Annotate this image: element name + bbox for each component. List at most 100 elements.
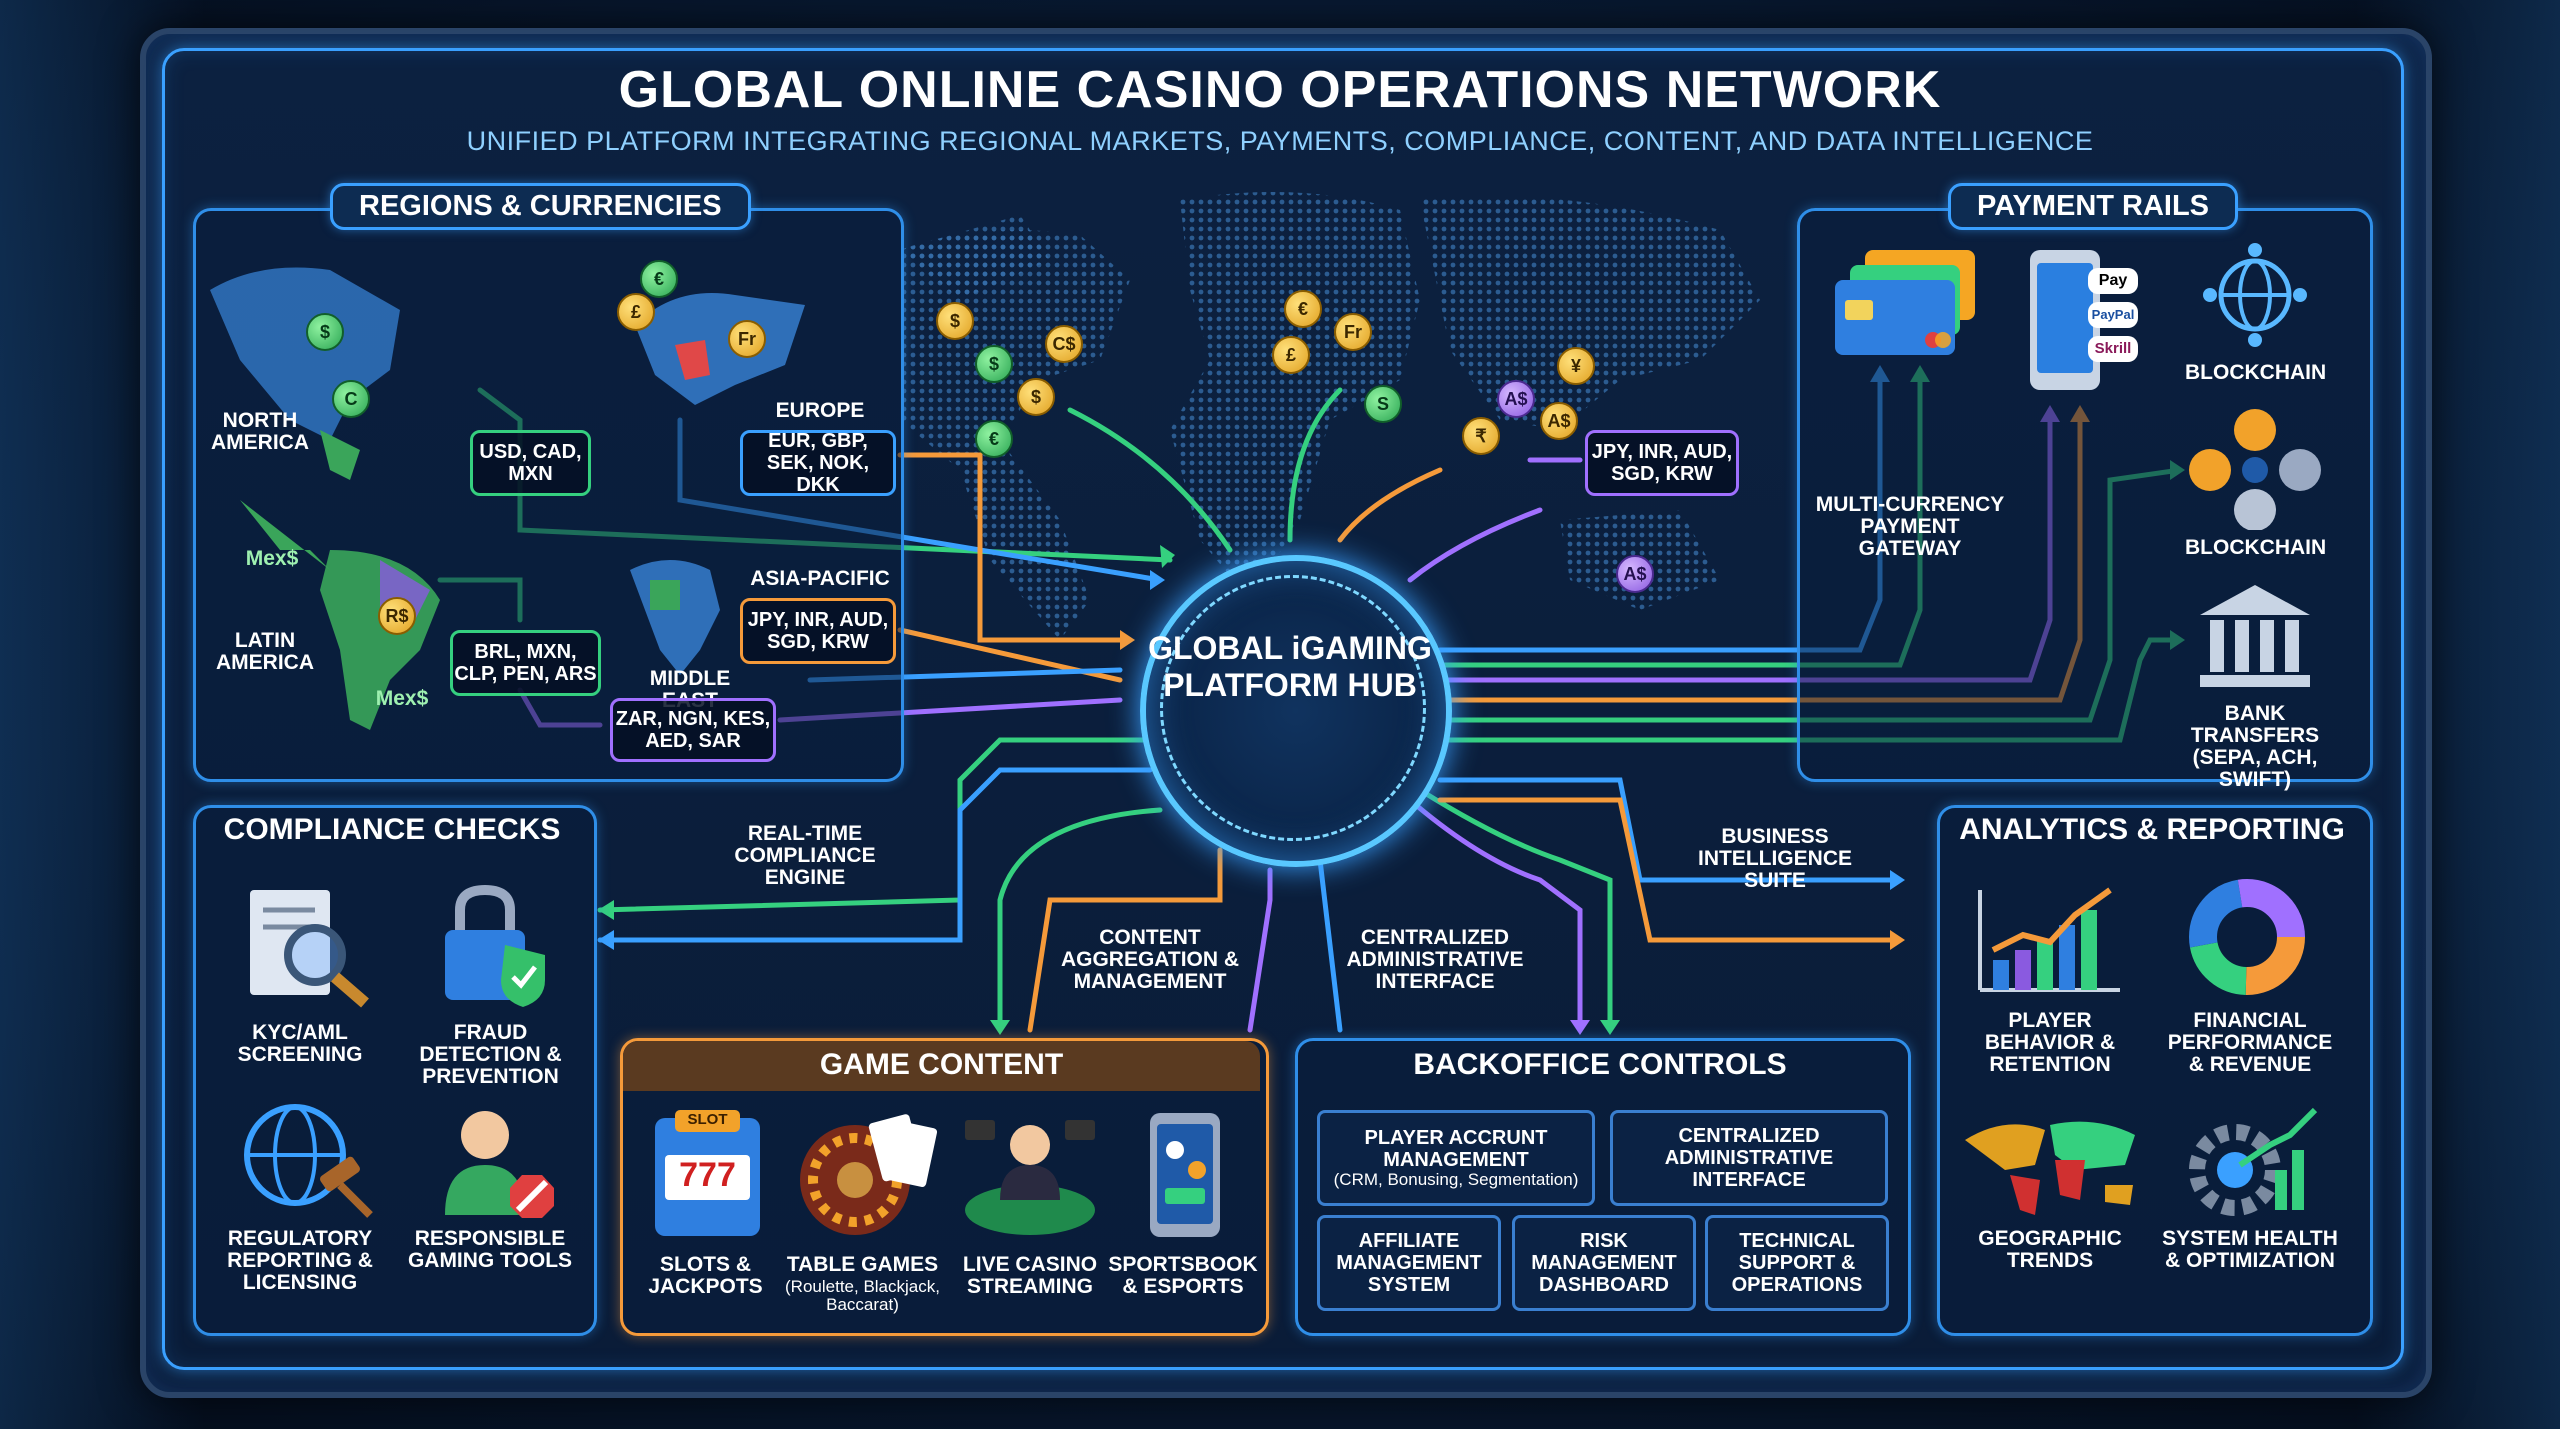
risk-management-cell[interactable]: RISK MANAGEMENT DASHBOARD — [1512, 1215, 1696, 1311]
coin-icon: Fr — [1334, 313, 1372, 351]
fraud-detection-label: FRAUD DETECTION & PREVENTION — [419, 1021, 562, 1089]
slots-label: SLOTS & JACKPOTS — [648, 1253, 763, 1299]
bank-icon — [2200, 585, 2310, 687]
asia-map-currencies: JPY, INR, AUD, SGD, KRW — [1585, 430, 1739, 496]
player-behavior-label: PLAYER BEHAVIOR & RETENTION — [1984, 1009, 2116, 1077]
regions-title: REGIONS & CURRENCIES — [359, 190, 722, 222]
admin-interface-cell-label: CENTRALIZED ADMINISTRATIVE INTERFACE — [1664, 1125, 1834, 1191]
live-casino-label: LIVE CASINO STREAMING — [962, 1253, 1098, 1299]
padlock-shield-icon — [445, 885, 545, 1007]
regulatory-reporting-label: REGULATORY REPORTING & LICENSING — [227, 1227, 373, 1295]
gear-chart-icon — [2189, 1107, 2318, 1216]
coin-icon: € — [640, 260, 678, 298]
document-search-icon — [250, 890, 369, 1008]
table-games-sub: (Roulette, Blackjack, Baccarat) — [785, 1277, 940, 1314]
coin-icon: R$ — [378, 597, 416, 635]
coin-icon: C$ — [1045, 325, 1083, 363]
geographic-trends-label: GEOGRAPHIC TRENDS — [1978, 1227, 2122, 1273]
risk-management-label: RISK MANAGEMENT DASHBOARD — [1531, 1230, 1677, 1296]
north-america-label: NORTH AMERICA — [211, 409, 309, 455]
payment-rails-title-pill: PAYMENT RAILS — [1948, 183, 2239, 230]
player-account-label: PLAYER ACCRUNT MANAGEMENT — [1364, 1126, 1548, 1171]
blockchain-label-1: BLOCKCHAIN — [2185, 361, 2327, 384]
donut-chart-icon — [2189, 879, 2305, 995]
person-stop-icon — [445, 1111, 554, 1218]
north-america-currencies: USD, CAD, MXN — [470, 430, 591, 496]
credit-cards-icon — [1835, 250, 1975, 355]
coin-icon: ¥ — [1557, 347, 1595, 385]
skrill-badge: Skrill — [2088, 336, 2138, 362]
europe-label: EUROPE — [775, 399, 865, 422]
bar-chart-icon — [1978, 887, 2120, 992]
coin-icon: € — [975, 420, 1013, 458]
sportsbook-phone-icon — [1150, 1113, 1220, 1237]
compliance-engine-label: REAL-TIME COMPLIANCE ENGINE — [734, 822, 876, 890]
table-games-label: TABLE GAMES — [786, 1253, 939, 1276]
technical-support-label: TECHNICAL SUPPORT & OPERATIONS — [1731, 1230, 1863, 1296]
live-dealer-icon — [965, 1120, 1095, 1235]
coin-icon: $ — [306, 313, 344, 351]
middle-east-currencies: ZAR, NGN, KES, AED, SAR — [610, 698, 776, 762]
coin-icon: € — [1284, 290, 1322, 328]
coin-icon: S — [1364, 385, 1402, 423]
regions-title-pill: REGIONS & CURRENCIES — [330, 183, 751, 230]
latin-america-label: LATIN AMERICA — [216, 629, 314, 675]
hub-label: GLOBAL iGAMING PLATFORM HUB — [1148, 630, 1432, 703]
blockchain-label-2: BLOCKCHAIN — [2185, 536, 2327, 559]
mobile-wallet-icon — [2030, 250, 2100, 390]
player-account-sub: (CRM, Bonusing, Segmentation) — [1333, 1169, 1579, 1189]
bi-suite-label: BUSINESS INTELLIGENCE SUITE — [1697, 825, 1852, 893]
bank-transfers-label: BANK TRANSFERS (SEPA, ACH, SWIFT) — [2190, 702, 2320, 792]
coin-icon: C — [332, 380, 370, 418]
coin-icon: A$ — [1540, 402, 1578, 440]
africa-map — [630, 560, 720, 675]
coin-icon: £ — [1272, 336, 1310, 374]
page-title: GLOBAL ONLINE CASINO OPERATIONS NETWORK — [618, 61, 1942, 119]
blockchain-globe-icon — [2203, 243, 2307, 347]
admin-interface-cell[interactable]: CENTRALIZED ADMINISTRATIVE INTERFACE — [1610, 1110, 1888, 1206]
system-health-label: SYSTEM HEALTH & OPTIMIZATION — [2162, 1227, 2338, 1273]
affiliate-management-cell[interactable]: AFFILIATE MANAGEMENT SYSTEM — [1317, 1215, 1501, 1311]
analytics-panel — [1937, 805, 2373, 1336]
content-aggregation-label: CONTENT AGGREGATION & MANAGEMENT — [1060, 926, 1240, 994]
asia-pacific-label: ASIA-PACIFIC — [750, 567, 890, 590]
coin-icon: A$ — [1497, 380, 1535, 418]
admin-interface-label: CENTRALIZED ADMINISTRATIVE INTERFACE — [1346, 926, 1524, 994]
hub-ring — [1160, 575, 1426, 841]
game-content-header — [623, 1041, 1260, 1091]
game-content-title: GAME CONTENT — [819, 1048, 1064, 1081]
financial-performance-label: FINANCIAL PERFORMANCE & REVENUE — [2167, 1009, 2333, 1077]
coin-icon: $ — [975, 345, 1013, 383]
europe-map — [635, 293, 805, 405]
paypal-badge: PayPal — [2088, 302, 2138, 328]
globe-gavel-icon — [244, 1104, 373, 1218]
coin-icon: A$ — [1616, 555, 1654, 593]
coin-icon: ₹ — [1462, 417, 1500, 455]
payment-gateway-label: MULTI-CURRENCY PAYMENT GATEWAY — [1815, 493, 2005, 561]
coin-icon: $ — [936, 302, 974, 340]
slot-sign: SLOT — [687, 1111, 728, 1128]
page-subtitle: UNIFIED PLATFORM INTEGRATING REGIONAL MA… — [466, 126, 2094, 156]
screen-border — [162, 48, 2404, 1370]
coin-icon: £ — [617, 293, 655, 331]
heat-map-icon — [1965, 1121, 2135, 1215]
roulette-cards-icon — [800, 1114, 938, 1235]
analytics-title: ANALYTICS & REPORTING — [1959, 813, 2345, 846]
asia-pacific-currencies: JPY, INR, AUD, SGD, KRW — [740, 598, 896, 664]
sportsbook-label: SPORTSBOOK & ESPORTS — [1108, 1253, 1258, 1299]
coin-icon: Fr — [728, 320, 766, 358]
slot-machine-icon — [655, 1110, 760, 1236]
kyc-aml-label: KYC/AML SCREENING — [237, 1021, 363, 1067]
technical-support-cell[interactable]: TECHNICAL SUPPORT & OPERATIONS — [1705, 1215, 1889, 1311]
compliance-title: COMPLIANCE CHECKS — [223, 813, 561, 846]
crypto-coins-icon — [2189, 409, 2321, 530]
europe-currencies: EUR, GBP, SEK, NOK, DKK — [740, 430, 896, 496]
latin-america-coin-label-2: Mex$ — [375, 687, 429, 710]
slot-reels: 777 — [679, 1156, 736, 1194]
responsible-gaming-label: RESPONSIBLE GAMING TOOLS — [407, 1227, 573, 1273]
latin-america-coin-label: Mex$ — [245, 547, 299, 570]
apple-pay-badge: Pay — [2088, 268, 2138, 294]
coin-icon: $ — [1017, 378, 1055, 416]
player-account-cell[interactable]: PLAYER ACCRUNT MANAGEMENT (CRM, Bonusing… — [1317, 1110, 1595, 1206]
payment-rails-title: PAYMENT RAILS — [1977, 190, 2210, 222]
